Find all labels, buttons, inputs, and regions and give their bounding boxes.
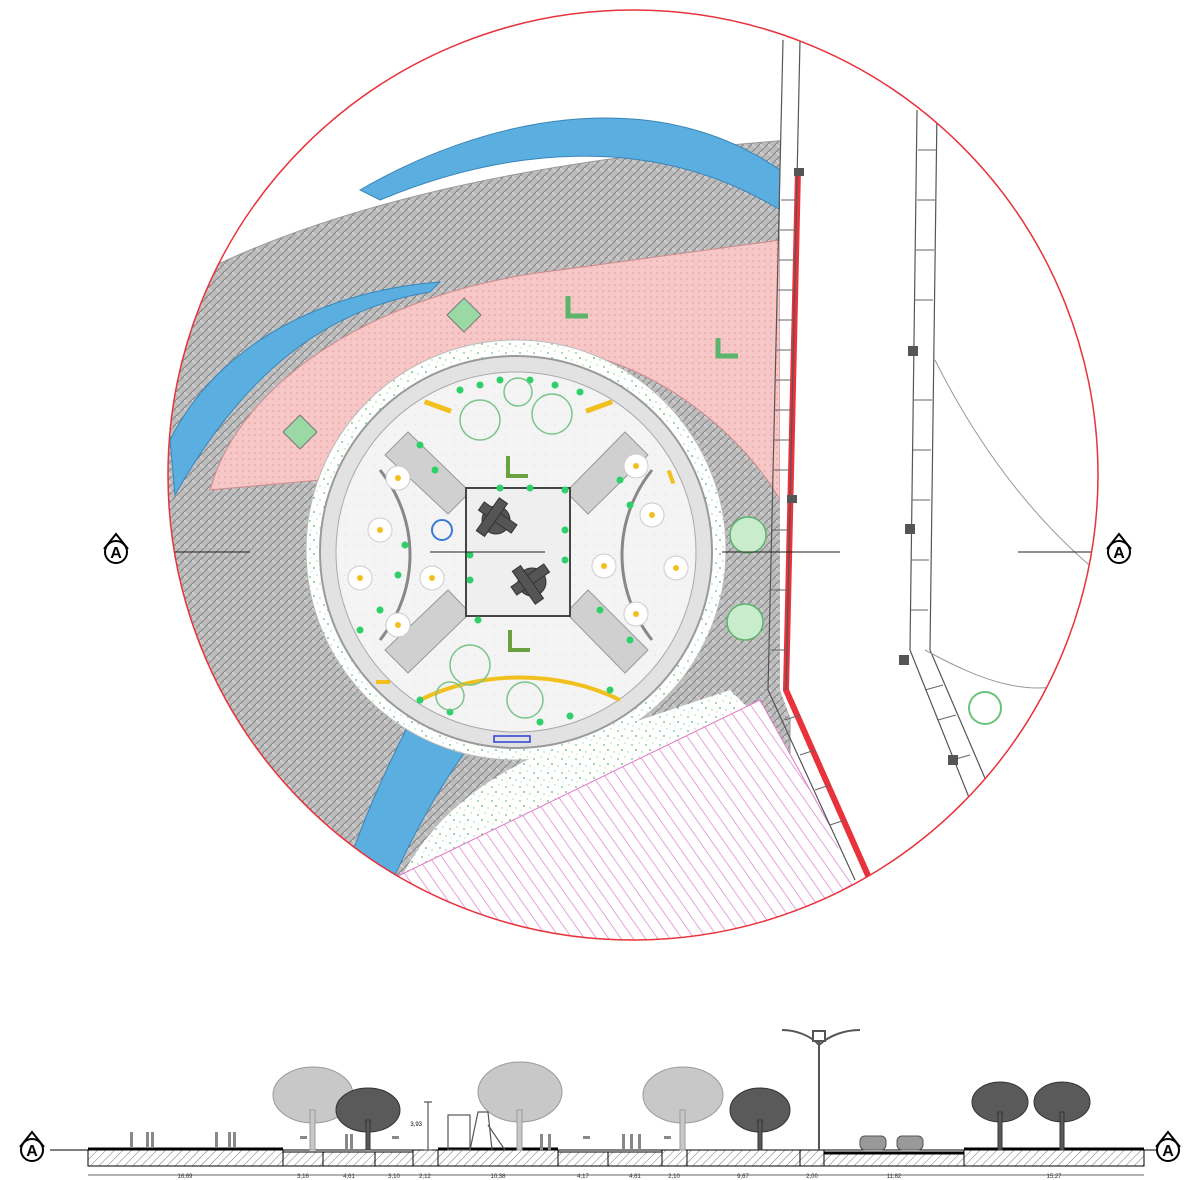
road-line-4 [929, 109, 991, 791]
section-play-structure [424, 1101, 506, 1151]
planters [282, 296, 738, 450]
dimension-label: 2,12 [419, 1174, 431, 1180]
dimension-label: 4,17 [577, 1174, 589, 1180]
street-lamps [787, 168, 958, 765]
section-marker-plan-left: A [103, 532, 129, 564]
section-marker-plan-right: A [1106, 532, 1132, 564]
benches [376, 399, 676, 684]
water-channel-left [169, 281, 442, 497]
section-marker-text: A [26, 1143, 38, 1160]
dimension-label: 3,10 [388, 1174, 400, 1180]
section-cars [859, 1135, 924, 1151]
height-dimension-label: 3,93 [410, 1122, 422, 1128]
dimension-label: 10,38 [490, 1174, 506, 1180]
section-view: 16,69 3,16 4,61 3,10 2,12 10,38 4,17 4,6… [19, 1029, 1181, 1180]
plan-view [168, 10, 1098, 940]
section-marker-right: A [1155, 1130, 1181, 1162]
surface-lines [88, 1147, 1144, 1155]
ground-segments [87, 1149, 1145, 1167]
inner-planter-north [506, 456, 528, 478]
section-trees-dark [335, 1081, 1091, 1151]
plan-boundary-circle [167, 9, 1099, 941]
dimension-label: 11,82 [887, 1174, 902, 1180]
section-trees-light [272, 1061, 724, 1151]
blue-play-element [431, 519, 453, 541]
plaza-arc-south [419, 675, 621, 702]
seats [347, 453, 689, 638]
road-line-2 [785, 39, 801, 691]
road-line-3 [909, 109, 971, 801]
tree-east-1 [729, 516, 767, 554]
dimension-labels: 16,69 3,16 4,61 3,10 2,12 10,38 4,17 4,6… [177, 1174, 1062, 1180]
inner-planter-south [508, 630, 530, 652]
dimension-label: 16,69 [177, 1174, 193, 1180]
section-people [130, 1132, 671, 1150]
section-marker-text: A [1113, 545, 1125, 562]
curb-ticks [770, 149, 971, 826]
play-structures [475, 497, 551, 605]
dimension-label: 4,61 [629, 1174, 641, 1180]
shrub-ring [356, 376, 634, 726]
dimension-label: 4,61 [343, 1174, 355, 1180]
section-marker-text: A [110, 545, 122, 562]
blue-bench [493, 735, 531, 743]
road-tree [968, 691, 1002, 725]
dimension-label: 2,10 [668, 1174, 680, 1180]
section-marker-text: A [1162, 1143, 1174, 1160]
section-street-light [781, 1029, 861, 1150]
section-marker-left: A [19, 1130, 45, 1162]
dimension-label: 3,16 [297, 1174, 309, 1180]
plaza-trees [435, 377, 573, 719]
dimension-label: 9,67 [737, 1174, 749, 1180]
road-line-1 [767, 39, 856, 881]
tree-east-2 [726, 603, 764, 641]
dimension-label: 15,27 [1046, 1174, 1062, 1180]
dimension-label: 2,00 [806, 1174, 818, 1180]
